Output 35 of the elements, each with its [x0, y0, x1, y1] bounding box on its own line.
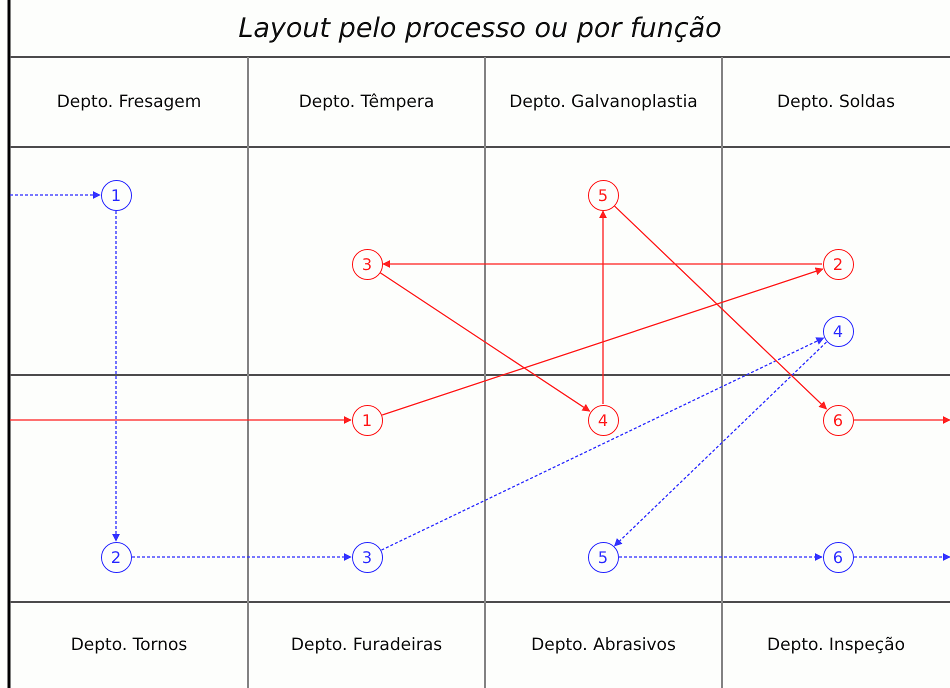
step-circle: 6	[822, 542, 854, 572]
arrow	[10, 416, 352, 424]
department-label: Depto. Abrasivos	[485, 602, 722, 688]
step-circle: 4	[588, 404, 618, 436]
arrow	[380, 272, 590, 412]
arrow	[112, 211, 120, 542]
arrow	[854, 416, 950, 424]
title: Layout pelo processo ou por função	[238, 13, 722, 44]
step-circle: 5	[588, 180, 618, 210]
arrow	[599, 210, 607, 404]
arrow	[10, 191, 101, 199]
step-circle: 3	[352, 248, 382, 280]
step-circle: 4	[822, 316, 854, 346]
arrow	[382, 260, 822, 268]
arrow	[381, 337, 824, 551]
department-label: Depto. Têmpera	[248, 57, 485, 147]
department-label: Depto. Tornos	[10, 602, 248, 688]
step-circle: 5	[588, 542, 618, 572]
arrow	[619, 553, 823, 561]
arrow	[854, 553, 950, 561]
step-circle: 2	[100, 542, 132, 572]
step-circle: 6	[822, 404, 854, 436]
department-label: Depto. Furadeiras	[248, 602, 485, 688]
step-circle: 1	[352, 404, 382, 436]
department-label: Depto. Soldas	[722, 57, 950, 147]
step-circle: 2	[822, 248, 854, 280]
department-label: Depto. Inspeção	[722, 602, 950, 688]
arrow	[382, 268, 824, 416]
arrow	[614, 206, 828, 410]
step-circle: 1	[100, 180, 132, 210]
arrow	[132, 553, 352, 561]
department-label: Depto. Galvanoplastia	[485, 57, 722, 147]
department-label: Depto. Fresagem	[10, 57, 248, 147]
step-circle: 3	[352, 542, 382, 572]
arrow	[614, 342, 827, 546]
